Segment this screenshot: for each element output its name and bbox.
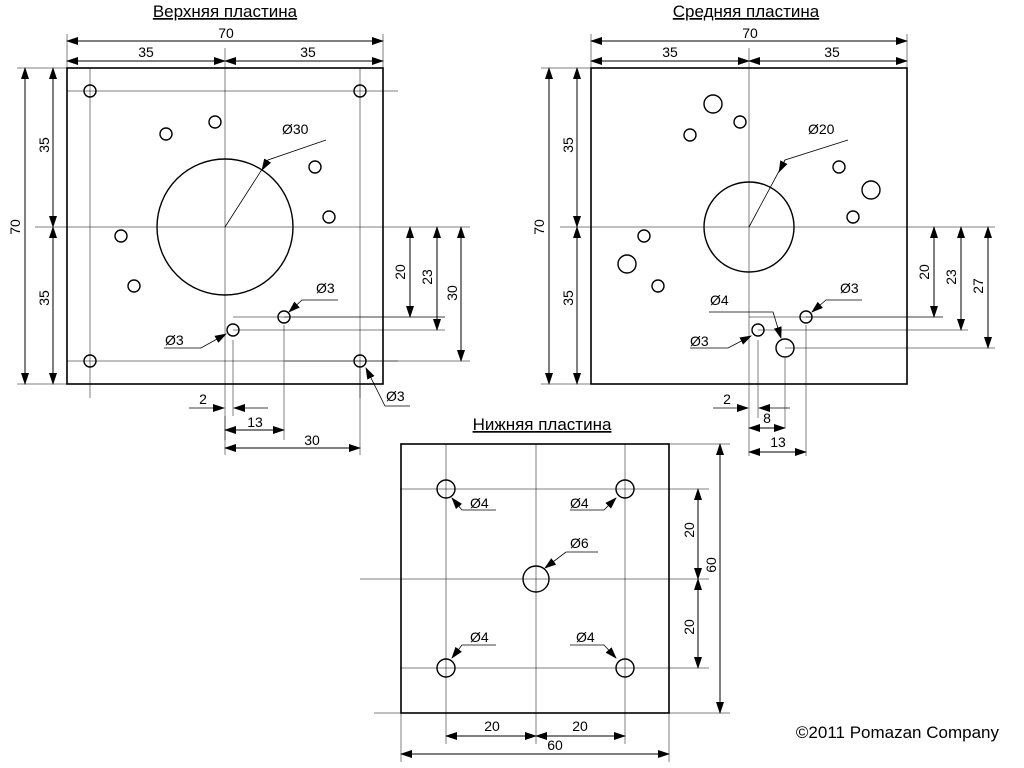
dim-width: 70 bbox=[742, 25, 758, 41]
dim-half-right: 35 bbox=[300, 44, 316, 60]
hole-tr bbox=[615, 479, 635, 499]
bottom-plate-title: Нижняя пластина bbox=[473, 415, 612, 434]
copyright-notice: ©2011 Pomazan Company bbox=[796, 723, 1000, 742]
top-plate-outline bbox=[66, 67, 384, 385]
label-diameter-3-a: Ø3 bbox=[690, 333, 709, 349]
small-hole bbox=[651, 279, 665, 293]
small-hole bbox=[277, 310, 291, 324]
dim-half-right: 35 bbox=[824, 44, 840, 60]
middle-center-hole bbox=[703, 181, 795, 273]
small-hole bbox=[846, 210, 860, 224]
top-plate-title: Верхняя пластина bbox=[153, 2, 298, 21]
dim-half-left: 35 bbox=[138, 44, 154, 60]
dim-60-horizontal: 60 bbox=[547, 737, 563, 753]
small-hole bbox=[683, 128, 697, 142]
label-diameter-3-b: Ø3 bbox=[316, 280, 335, 296]
middle-plate-outline bbox=[590, 67, 908, 385]
label-diameter-4-bl: Ø4 bbox=[470, 629, 489, 645]
small-hole bbox=[832, 160, 846, 174]
small-hole bbox=[751, 323, 765, 337]
dim-2: 2 bbox=[199, 391, 207, 407]
dim-half-down: 35 bbox=[36, 290, 52, 306]
dim-half-left: 35 bbox=[662, 44, 678, 60]
dim-27: 27 bbox=[970, 278, 986, 294]
dim-13: 13 bbox=[770, 434, 786, 450]
middle-plate-drawing: Средняя пластина 70 35 35 70 bbox=[531, 2, 995, 456]
dim-height: 70 bbox=[531, 219, 547, 235]
small-hole bbox=[208, 115, 222, 129]
dim-20-upper: 20 bbox=[681, 522, 697, 538]
top-plate-holes bbox=[83, 84, 367, 368]
dim-60-vertical: 60 bbox=[703, 557, 719, 573]
label-diameter-4-tr: Ø4 bbox=[570, 495, 589, 511]
label-diameter-3-a: Ø3 bbox=[165, 332, 184, 348]
dim-20: 20 bbox=[916, 264, 932, 280]
medium-hole bbox=[775, 338, 795, 358]
dim-half-up: 35 bbox=[36, 137, 52, 153]
dim-width: 70 bbox=[218, 25, 234, 41]
label-diameter-4: Ø4 bbox=[710, 292, 729, 308]
hole-br bbox=[615, 658, 635, 678]
middle-plate-holes bbox=[617, 94, 881, 358]
corner-hole-tr bbox=[353, 84, 367, 98]
dim-8: 8 bbox=[763, 410, 771, 426]
dim-20: 20 bbox=[392, 264, 408, 280]
label-diameter-4-br: Ø4 bbox=[576, 629, 595, 645]
dim-30: 30 bbox=[444, 285, 460, 301]
hole-center bbox=[522, 565, 550, 593]
small-hole bbox=[799, 310, 813, 324]
bottom-plate-outline bbox=[400, 443, 670, 714]
corner-hole-br bbox=[353, 354, 367, 368]
small-hole bbox=[322, 210, 336, 224]
small-hole bbox=[308, 160, 322, 174]
dim-half-down: 35 bbox=[560, 290, 576, 306]
dim-23: 23 bbox=[943, 269, 959, 285]
label-diameter-6: Ø6 bbox=[570, 535, 589, 551]
label-diameter-20: Ø20 bbox=[808, 121, 835, 137]
hole-tl bbox=[436, 479, 456, 499]
dim-23: 23 bbox=[419, 269, 435, 285]
top-center-hole bbox=[156, 158, 294, 296]
small-hole bbox=[733, 115, 747, 129]
large-hole bbox=[617, 254, 637, 274]
small-hole bbox=[637, 229, 651, 243]
label-diameter-3-corner: Ø3 bbox=[386, 388, 405, 404]
dim-20-left: 20 bbox=[484, 718, 500, 734]
dim-30-horizontal: 30 bbox=[304, 432, 320, 448]
corner-hole-tl bbox=[83, 84, 97, 98]
dim-20-right: 20 bbox=[572, 718, 588, 734]
small-hole bbox=[114, 229, 128, 243]
dim-2: 2 bbox=[723, 391, 731, 407]
dim-height: 70 bbox=[7, 219, 23, 235]
small-hole bbox=[127, 279, 141, 293]
hole-bl bbox=[436, 658, 456, 678]
corner-hole-bl bbox=[83, 354, 97, 368]
label-diameter-30: Ø30 bbox=[282, 121, 309, 137]
bottom-plate-drawing: Нижняя пластина 20 20 60 20 20 60 Ø4 Ø4 … bbox=[360, 415, 730, 762]
large-hole bbox=[861, 180, 881, 200]
label-diameter-3-b: Ø3 bbox=[840, 280, 859, 296]
dim-20-lower: 20 bbox=[681, 619, 697, 635]
dim-13: 13 bbox=[247, 414, 263, 430]
top-plate-drawing: Верхняя пластина 70 35 bbox=[7, 2, 470, 455]
large-hole bbox=[703, 94, 723, 114]
small-hole bbox=[159, 127, 173, 141]
bottom-plate-holes bbox=[436, 479, 635, 678]
dim-half-up: 35 bbox=[560, 137, 576, 153]
middle-plate-title: Средняя пластина bbox=[673, 2, 820, 21]
label-diameter-4-tl: Ø4 bbox=[470, 495, 489, 511]
